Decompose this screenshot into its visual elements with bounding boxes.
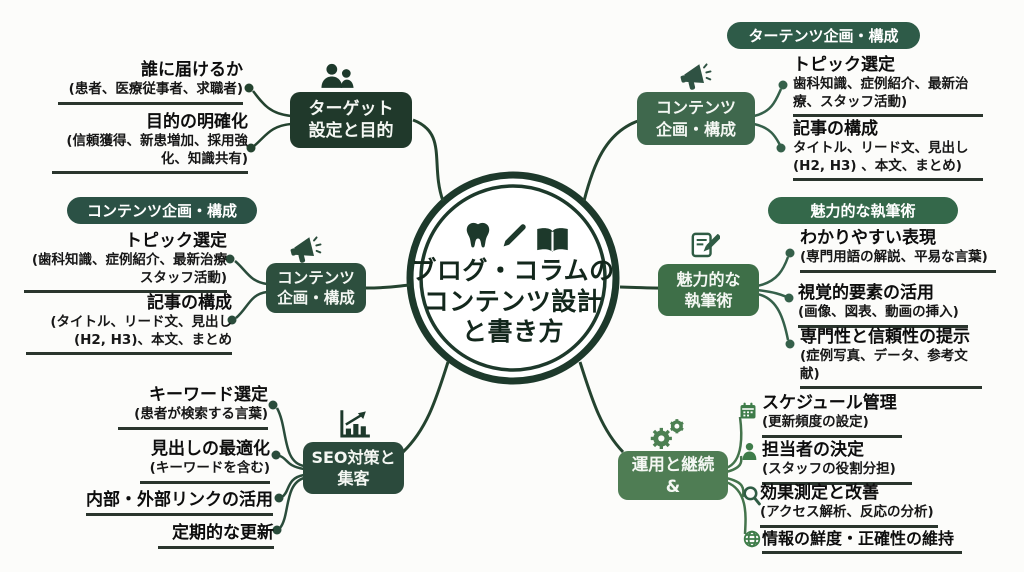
item-subtitle: (患者が検索する言葉)	[134, 406, 268, 423]
seo-item-4: 定期的な更新	[158, 523, 274, 550]
item-subtitle: (画像、図表、動画の挿入)	[798, 304, 959, 321]
item-subtitle: タイトル、リード文、見出し (H2, H3) 、本文、まとめ)	[793, 140, 969, 174]
open-book-icon	[537, 228, 568, 252]
item-subtitle: (症例写真、データ、参考文献)	[800, 348, 968, 382]
seo-dot-3	[274, 493, 284, 503]
item-title: 誰に届けるか	[141, 60, 243, 80]
item-title: 担当者の決定	[762, 440, 864, 460]
item-title: 記事の構成	[793, 119, 878, 139]
tooth-icon	[466, 222, 490, 248]
writing-brace	[756, 256, 790, 341]
item-subtitle: (専門用語の解説、平易な言葉)	[800, 249, 988, 266]
seo-dot-1	[268, 400, 278, 410]
seo-brace	[275, 407, 305, 529]
item-subtitle: (スタッフの役割分担)	[762, 461, 896, 478]
person-icon	[742, 443, 757, 460]
writing-dot-3	[785, 339, 795, 349]
item-title: 目的の明確化	[146, 112, 248, 132]
item-subtitle: (歯科知識、症例紹介、最新治療 スタッフ活動)	[31, 252, 227, 286]
planning-left-brace	[234, 260, 268, 319]
node-target: ターゲット 設定と目的	[290, 92, 412, 148]
target-brace	[252, 90, 292, 147]
item-subtitle: (患者、医療従事者、求職者)	[68, 81, 243, 98]
item-title: 専門性と信頼性の提示	[800, 327, 970, 347]
magnifier-icon	[743, 486, 761, 506]
writing-item-2: 視覚的要素の活用 (画像、図表、動画の挿入)	[798, 283, 968, 328]
megaphone-icon	[290, 236, 322, 263]
item-title: トピック選定	[793, 55, 895, 75]
item-title: 効果測定と改善	[760, 483, 879, 503]
seo-dot-2	[271, 450, 281, 460]
item-subtitle: (信頼獲得、新患増加、採用強 化、知識共有)	[66, 133, 248, 167]
header-writing: 魅力的な執筆術	[768, 197, 958, 224]
item-title: 定期的な更新	[172, 523, 274, 543]
gears-icon	[650, 419, 684, 449]
item-title: わかりやすい表現	[800, 228, 936, 248]
bar-chart-icon	[340, 410, 370, 438]
calendar-icon	[740, 402, 756, 419]
item-title: キーワード選定	[149, 385, 268, 405]
seo-item-1: キーワード選定 (患者が検索する言葉)	[118, 385, 268, 430]
operation-item-4: 情報の鮮度・正確性の維持	[762, 529, 962, 555]
node-writing: 魅力的な 執筆術	[658, 264, 759, 316]
writing-item-1: わかりやすい表現 (専門用語の解説、平易な言葉)	[800, 228, 996, 273]
item-title: スケジュール管理	[762, 393, 897, 413]
item-subtitle: (アクセス解析、反応の分析)	[760, 504, 934, 521]
writing-dot-2	[784, 293, 794, 303]
node-planning-right: コンテンツ 企画・構成	[637, 92, 755, 145]
people-icon	[321, 63, 354, 88]
target-dot-1	[244, 83, 254, 93]
target-item-2: 目的の明確化 (信頼獲得、新患増加、採用強 化、知識共有)	[52, 112, 248, 175]
node-planning-left: コンテンツ 企画・構成	[266, 263, 366, 313]
seo-item-3: 内部・外部リンクの活用	[86, 490, 273, 517]
item-subtitle: (更新頻度の設定)	[762, 414, 869, 431]
megaphone-icon	[680, 63, 712, 90]
pen-icon	[503, 224, 526, 247]
seo-item-2: 見出しの最適化 (キーワードを含む)	[140, 439, 270, 484]
header-planning-left: コンテンツ企画・構成	[67, 197, 257, 224]
planning-right-item-2: 記事の構成 タイトル、リード文、見出し (H2, H3) 、本文、まとめ)	[793, 119, 983, 182]
operation-item-1: スケジュール管理 (更新頻度の設定)	[762, 393, 902, 438]
planning-left-item-1: トピック選定 (歯科知識、症例紹介、最新治療 スタッフ活動)	[24, 231, 227, 294]
planning-right-dot-1	[778, 80, 788, 90]
writing-item-3: 専門性と信頼性の提示 (症例写真、データ、参考文献)	[800, 327, 982, 390]
item-title: トピック選定	[125, 231, 227, 251]
item-title: 情報の鮮度・正確性の維持	[762, 529, 955, 548]
operation-item-2: 担当者の決定 (スタッフの役割分担)	[762, 440, 912, 485]
center-title: ブログ・コラムの コンテンツ設計 と書き方	[411, 256, 615, 346]
operation-item-3: 効果測定と改善 (アクセス解析、反応の分析)	[760, 483, 938, 528]
globe-icon	[743, 530, 761, 548]
note-pencil-icon	[691, 232, 720, 258]
item-subtitle: 歯科知識、症例紹介、最新治 療、スタッフ活動)	[793, 76, 969, 110]
header-planning-right: ターテンツ企画・構成	[727, 22, 920, 49]
planning-right-item-1: トピック選定 歯科知識、症例紹介、最新治 療、スタッフ活動)	[793, 55, 983, 118]
item-subtitle: (キーワードを含む)	[149, 460, 270, 477]
target-item-1: 誰に届けるか (患者、医療従事者、求職者)	[58, 60, 243, 105]
planning-right-brace	[753, 88, 783, 146]
node-operation: 運用と継続 &	[618, 451, 728, 500]
writing-dot-1	[785, 248, 795, 258]
item-title: 内部・外部リンクの活用	[86, 490, 273, 510]
planning-right-dot-2	[776, 143, 786, 153]
node-seo: SEO対策と 集客	[303, 442, 404, 494]
operation-brace	[725, 416, 747, 535]
planning-left-item-2: 記事の構成 (タイトル、リード文、見出し (H2, H3)、本文、まとめ	[26, 293, 232, 356]
item-title: 記事の構成	[147, 293, 232, 313]
item-title: 視覚的要素の活用	[798, 283, 934, 303]
item-title: 見出しの最適化	[151, 439, 270, 459]
item-subtitle: (タイトル、リード文、見出し (H2, H3)、本文、まとめ	[50, 314, 232, 348]
